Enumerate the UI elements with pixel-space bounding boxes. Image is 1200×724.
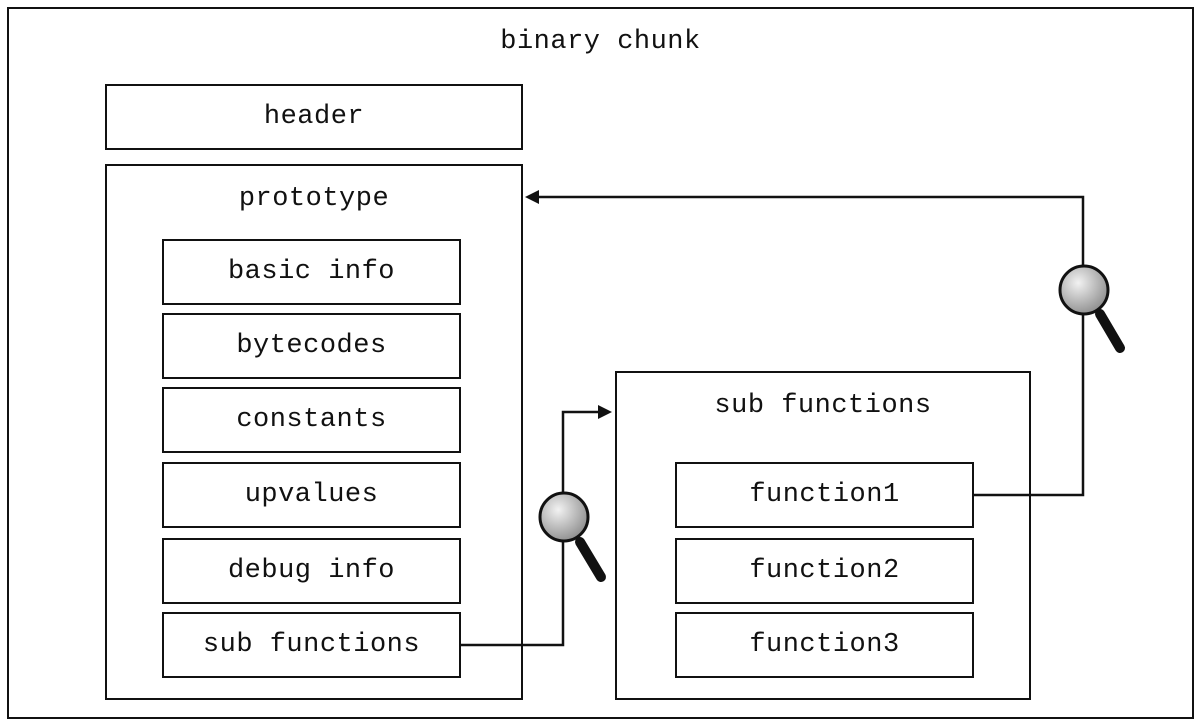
prototype-item-label: bytecodes — [236, 331, 387, 361]
prototype-item-bytecodes: bytecodes — [162, 313, 461, 379]
prototype-item-basic-info: basic info — [162, 239, 461, 305]
prototype-item-label: debug info — [227, 556, 396, 586]
header-block: header — [105, 84, 523, 150]
function-item-label: function1 — [749, 480, 900, 510]
function-item-2: function2 — [675, 538, 974, 604]
function-item-label: function3 — [749, 630, 900, 660]
prototype-title: prototype — [238, 184, 390, 214]
function-item-label: function2 — [749, 556, 900, 586]
header-label: header — [263, 102, 365, 132]
function-item-3: function3 — [675, 612, 974, 678]
prototype-item-label: upvalues — [244, 480, 379, 510]
function-item-1: function1 — [675, 462, 974, 528]
prototype-item-upvalues: upvalues — [162, 462, 461, 528]
prototype-item-label: sub functions — [202, 630, 421, 660]
prototype-item-sub-functions: sub functions — [162, 612, 461, 678]
sub-functions-title: sub functions — [714, 391, 932, 421]
prototype-item-constants: constants — [162, 387, 461, 453]
prototype-item-debug-info: debug info — [162, 538, 461, 604]
prototype-item-label: constants — [236, 405, 387, 435]
prototype-item-label: basic info — [227, 257, 396, 287]
binary-chunk-title: binary chunk — [500, 27, 701, 57]
